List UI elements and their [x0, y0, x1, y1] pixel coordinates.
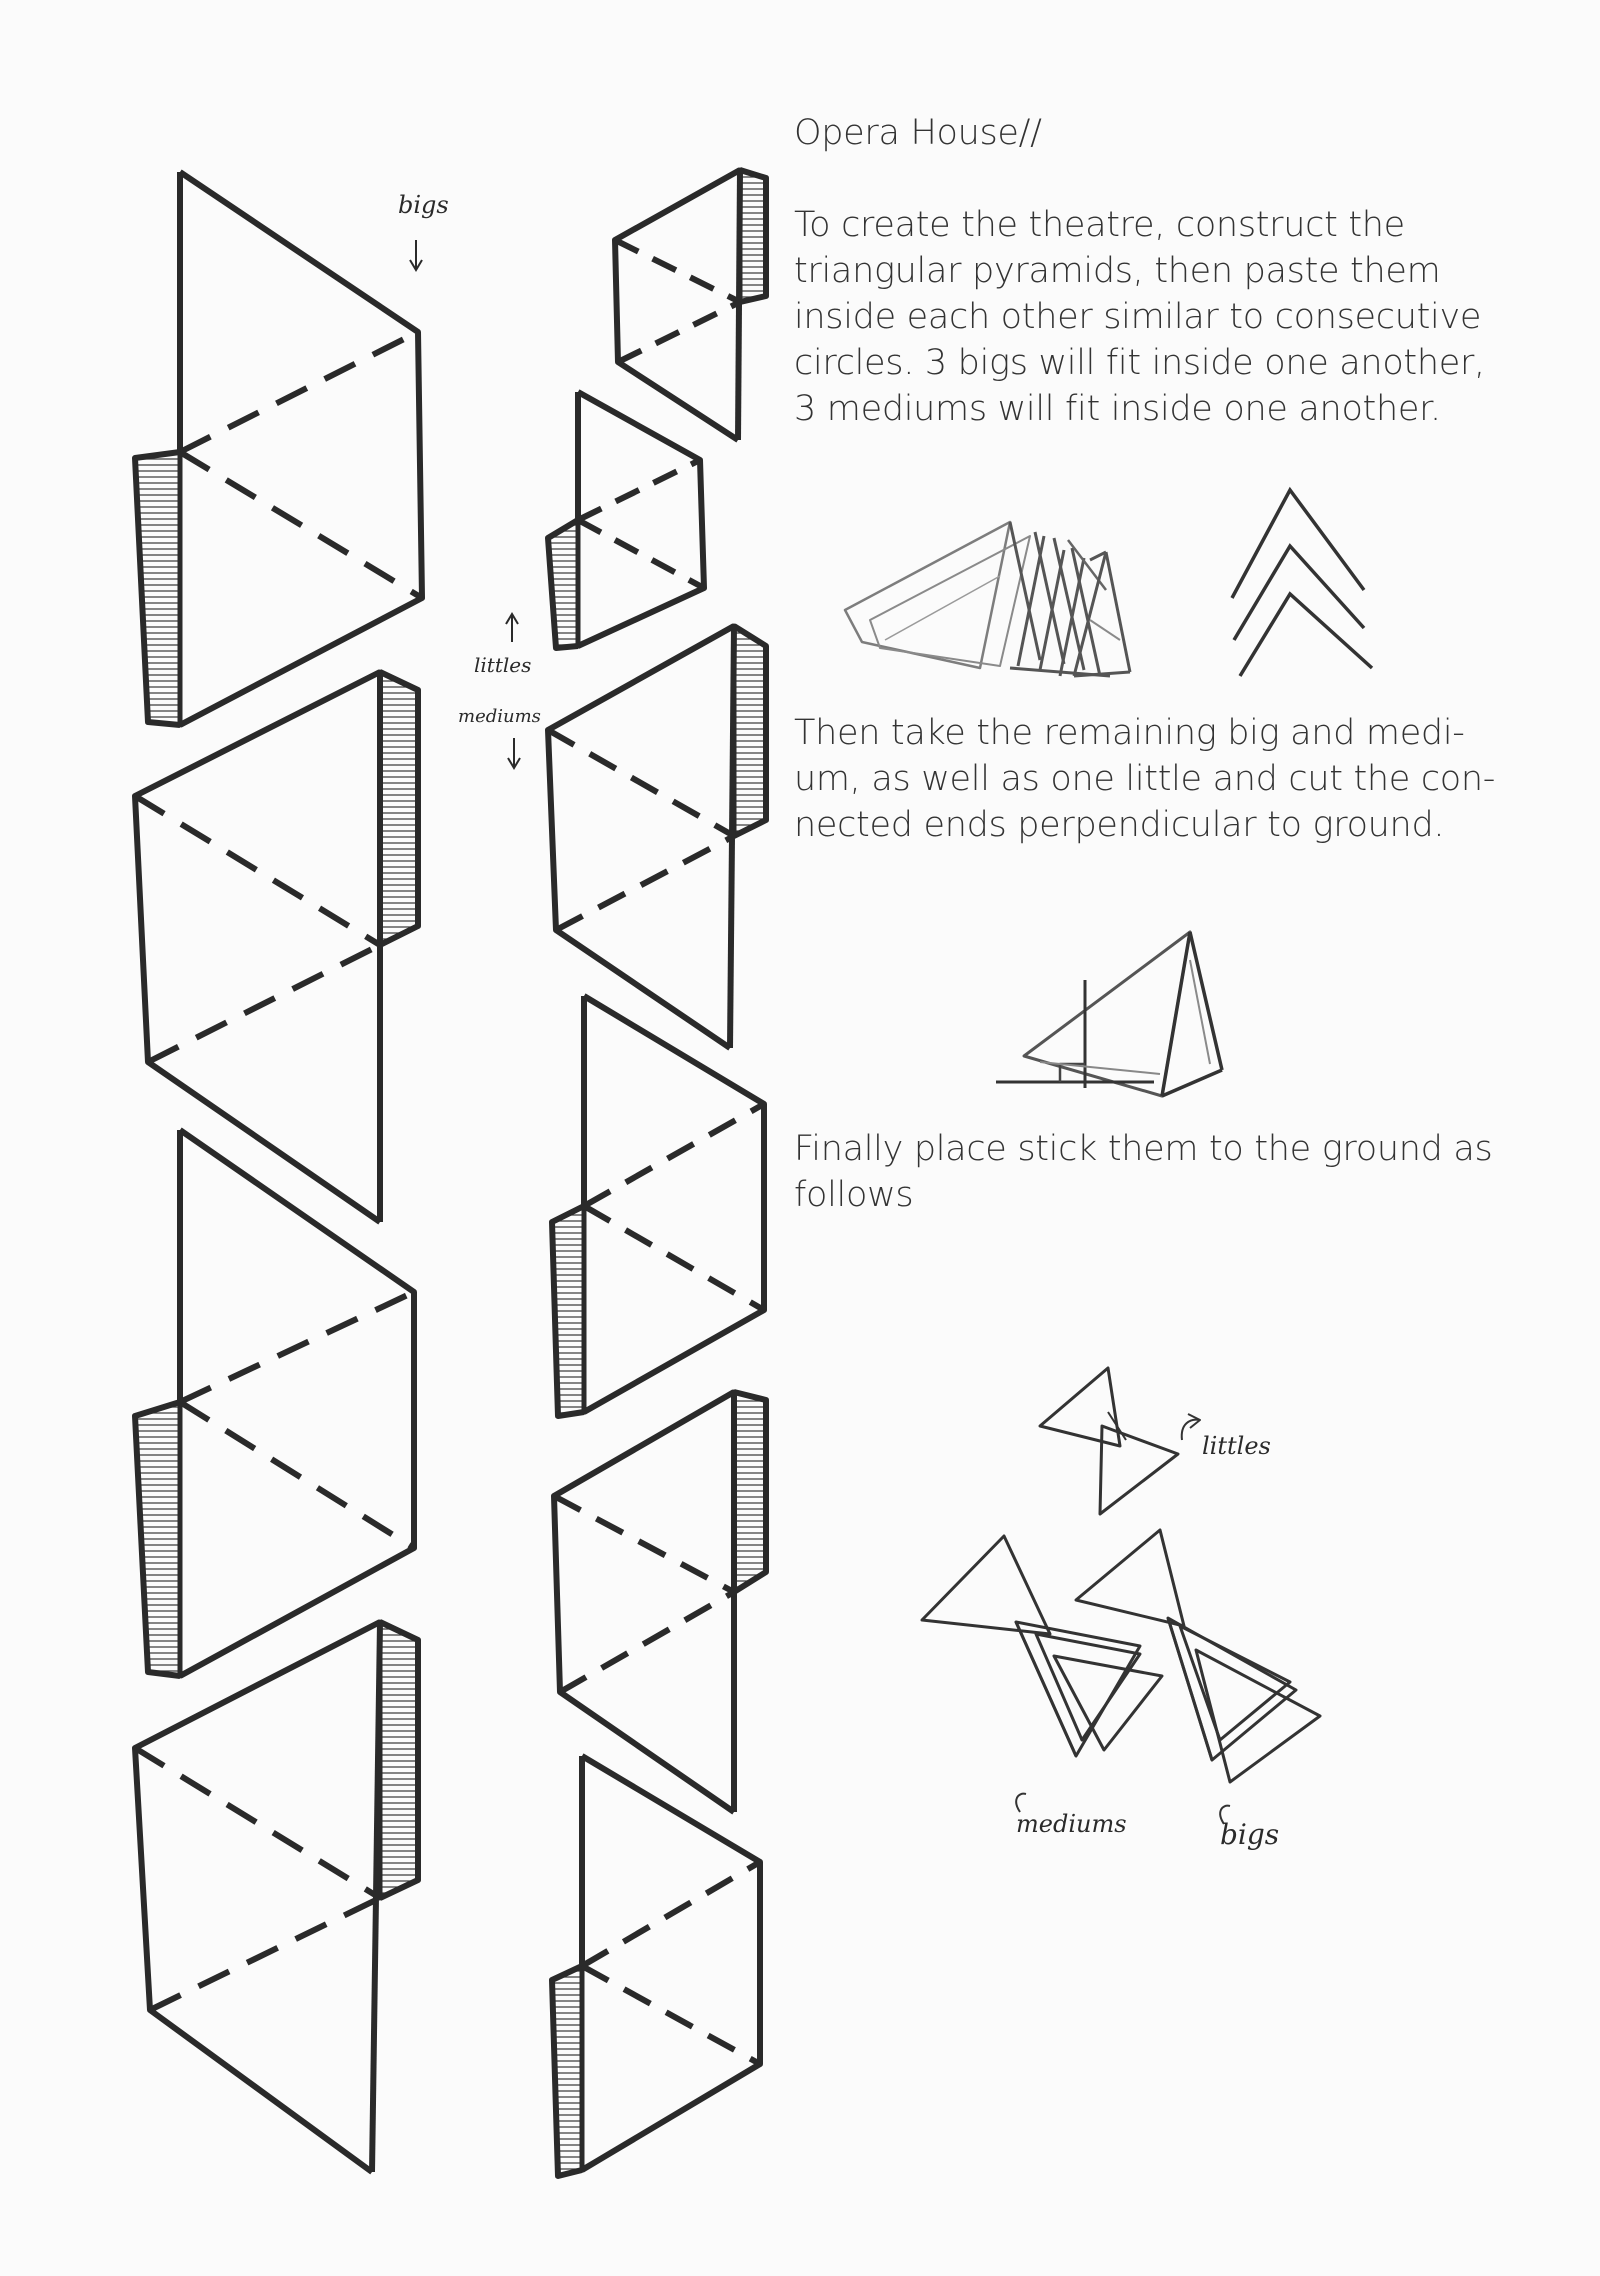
- big-net-4: [135, 1622, 418, 2172]
- chevrons-sketch: [1232, 490, 1372, 676]
- medium-net-2: [552, 996, 764, 1416]
- page-title: Opera House//: [794, 110, 1042, 156]
- little-net-1: [615, 170, 766, 440]
- text-line: inside each other similar to consecutive: [794, 294, 1485, 340]
- plan-labels: littles mediums bigs: [1016, 1432, 1279, 1851]
- big-net-1: [135, 172, 422, 725]
- text-line: 3 mediums will fit inside one another.: [794, 386, 1485, 432]
- text-line: To create the theatre, construct the: [794, 202, 1485, 248]
- svg-text:bigs: bigs: [1220, 1818, 1279, 1851]
- littles-annotation: littles: [474, 614, 531, 677]
- medium-net-4: [552, 1756, 760, 2176]
- svg-text:mediums: mediums: [458, 706, 541, 727]
- text-line: triangular pyramids, then paste them: [794, 248, 1485, 294]
- little-net-2: [548, 392, 704, 648]
- medium-net-3: [554, 1392, 766, 1812]
- text-line: Then take the remaining big and medi-: [794, 710, 1495, 756]
- plan-view-sketch: [922, 1368, 1320, 1782]
- cut-pyramid-sketch: [996, 932, 1222, 1096]
- svg-text:bigs: bigs: [398, 191, 449, 219]
- svg-text:littles: littles: [474, 653, 531, 677]
- mediums-annotation: mediums: [458, 706, 541, 768]
- svg-text:mediums: mediums: [1016, 1810, 1127, 1838]
- big-net-3: [135, 1130, 414, 1676]
- instructions-paragraph-3: Finally place stick them to the ground a…: [794, 1126, 1492, 1218]
- medium-net-1: [548, 626, 766, 1048]
- instructions-paragraph-1: To create the theatre, construct the tri…: [794, 202, 1485, 432]
- text-line: circles. 3 bigs will fit inside one anot…: [794, 340, 1485, 386]
- bigs-annotation: bigs: [398, 191, 449, 270]
- instructions-paragraph-2: Then take the remaining big and medi- um…: [794, 710, 1495, 848]
- text-line: follows: [794, 1172, 1492, 1218]
- text-line: nected ends perpendicular to ground.: [794, 802, 1495, 848]
- nested-pyramids-sketch: [845, 522, 1130, 676]
- text-line: um, as well as one little and cut the co…: [794, 756, 1495, 802]
- text-line: Finally place stick them to the ground a…: [794, 1126, 1492, 1172]
- svg-text:littles: littles: [1202, 1432, 1271, 1460]
